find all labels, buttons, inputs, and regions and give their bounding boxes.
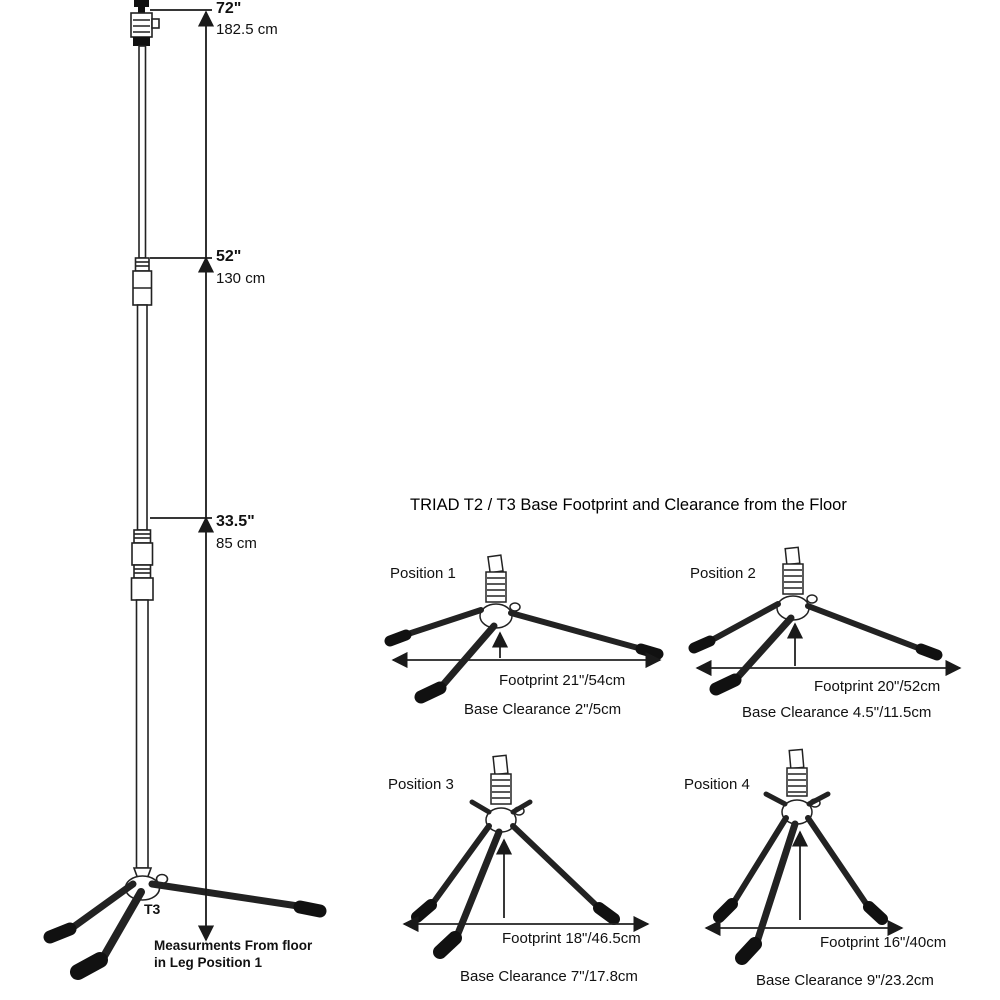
tripod-position-1-drawing — [384, 554, 664, 704]
stand-model-label: T3 — [144, 901, 161, 917]
section-title: TRIAD T2 / T3 Base Footprint and Clearan… — [410, 496, 847, 514]
height-33in-cm: 85 cm — [216, 535, 257, 552]
main-stand-drawing — [43, 0, 327, 980]
position-2-footprint: Footprint 20"/52cm — [814, 678, 941, 695]
height-33in-label: 33.5" — [216, 513, 255, 530]
height-52in-cm: 130 cm — [216, 270, 266, 287]
footnote-line-2: in Leg Position 1 — [154, 955, 263, 970]
position-1-clearance: Base Clearance 2"/5cm — [464, 701, 622, 718]
position-4-footprint: Footprint 16"/40cm — [820, 934, 947, 951]
height-52in-label: 52" — [216, 248, 242, 265]
height-72in-cm: 182.5 cm — [216, 21, 278, 38]
height-measurement-line — [150, 9, 215, 942]
tripod-position-4-drawing — [704, 748, 904, 965]
position-1-label: Position 1 — [390, 565, 456, 582]
position-1-footprint: Footprint 21"/54cm — [499, 672, 626, 689]
position-2-label: Position 2 — [690, 565, 756, 582]
position-2-clearance: Base Clearance 4.5"/11.5cm — [742, 704, 932, 721]
position-3-label: Position 3 — [388, 776, 454, 793]
position-3-clearance: Base Clearance 7"/17.8cm — [460, 968, 638, 985]
footnote-line-1: Measurments From floor — [154, 938, 313, 953]
position-3-footprint: Footprint 18"/46.5cm — [502, 930, 641, 947]
height-72in-label: 72" — [216, 0, 242, 17]
position-4-label: Position 4 — [684, 776, 750, 793]
tripod-position-3-drawing — [402, 754, 650, 959]
tripod-position-2-drawing — [688, 546, 962, 696]
position-4-clearance: Base Clearance 9"/23.2cm — [756, 972, 934, 989]
